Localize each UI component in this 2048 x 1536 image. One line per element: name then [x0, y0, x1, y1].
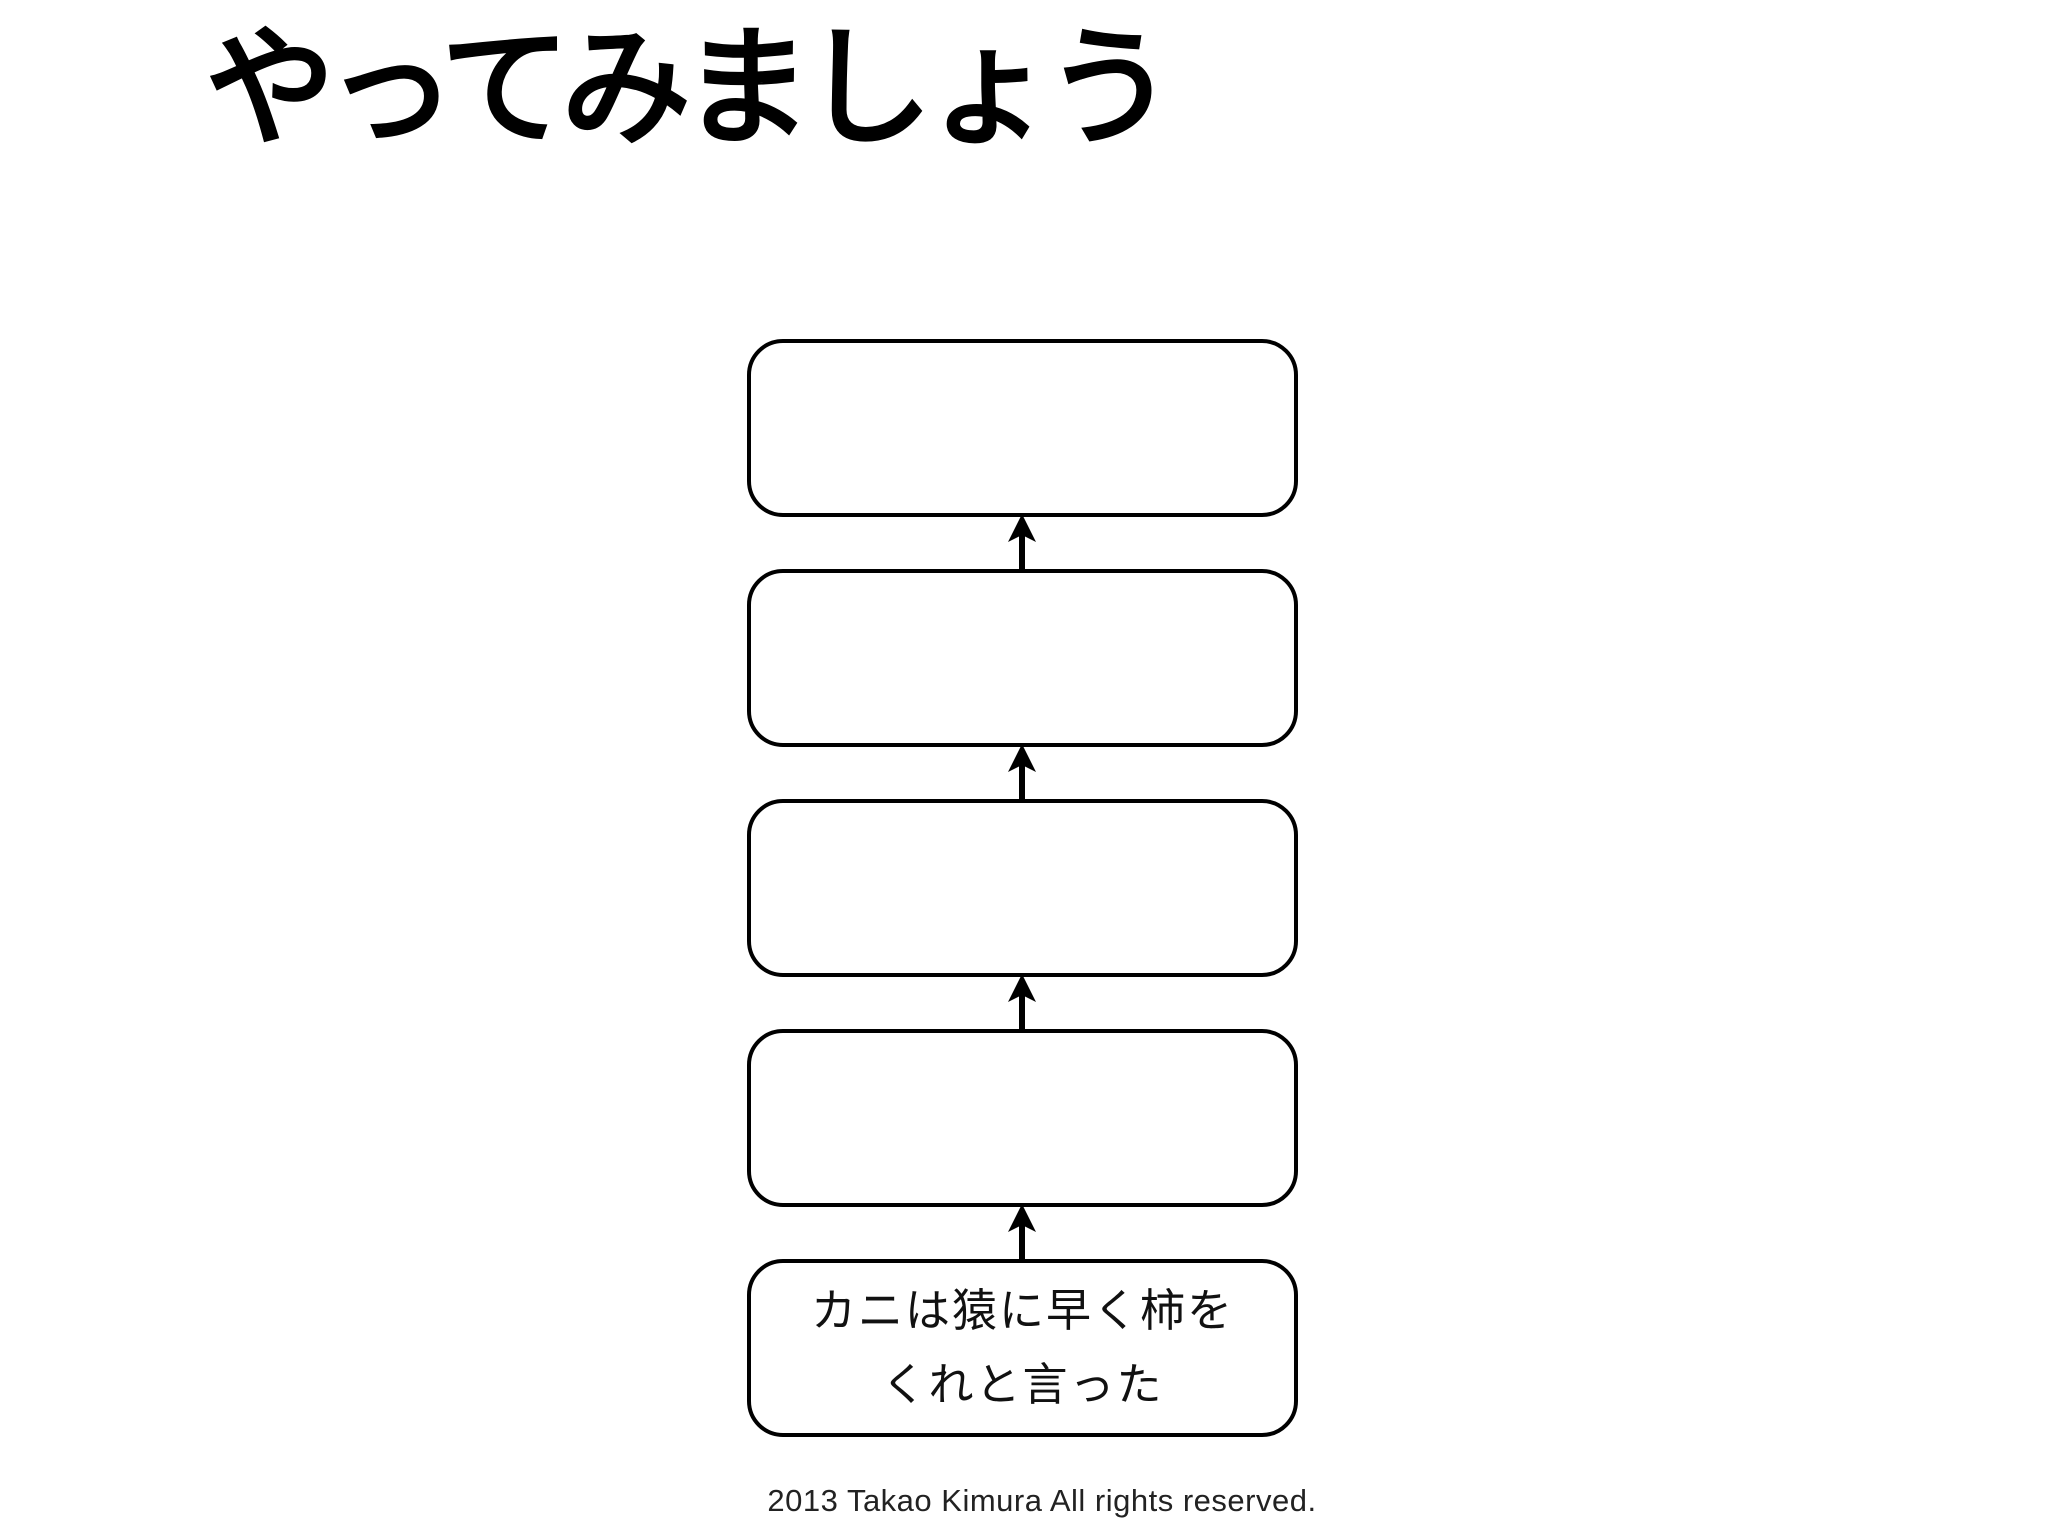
flow-box-3 — [747, 799, 1298, 977]
up-arrow-icon — [1008, 1204, 1036, 1266]
flow-box-2 — [747, 569, 1298, 747]
up-arrow-icon — [1008, 974, 1036, 1036]
up-arrow-icon — [1008, 744, 1036, 806]
flow-box-5-text-line1: カニは猿に早く柿を — [810, 1284, 1234, 1337]
copyright-text: 2013 Takao Kimura All rights reserved. — [767, 1483, 1317, 1518]
flow-box-5-text-line2: くれと言った — [881, 1358, 1164, 1411]
flow-box-5: カニは猿に早く柿を くれと言った — [747, 1259, 1298, 1437]
flow-box-1 — [747, 339, 1298, 517]
flow-box-4 — [747, 1029, 1298, 1207]
up-arrow-icon — [1008, 514, 1036, 576]
slide-title: やってみましょう — [205, 12, 1175, 164]
